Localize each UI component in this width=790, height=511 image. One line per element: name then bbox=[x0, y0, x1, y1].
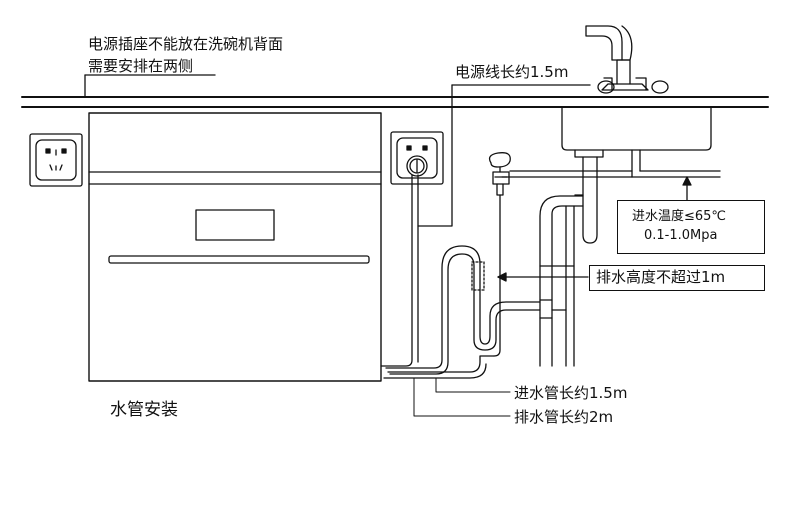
inlet-hose-length-label: 进水管长约1.5m bbox=[514, 384, 628, 402]
power-cord bbox=[380, 84, 591, 367]
dishwasher bbox=[88, 112, 382, 382]
faucet bbox=[585, 25, 669, 94]
drain-height-label: 排水高度不超过1m bbox=[596, 268, 726, 286]
power-cord-length-label: 电源线长约1.5m bbox=[455, 63, 569, 81]
outlet-note-line1: 电源插座不能放在洗碗机背面 bbox=[88, 35, 284, 53]
inlet-temp-line2: 0.1-1.0Mpa bbox=[644, 228, 718, 243]
inlet-temp-box: 进水温度≤65℃ 0.1-1.0Mpa bbox=[617, 200, 765, 254]
inlet-hose bbox=[383, 194, 501, 379]
hose-length-leaders bbox=[413, 377, 511, 417]
countertop bbox=[21, 96, 769, 108]
outlet-note-leader bbox=[84, 74, 216, 98]
outlet-note-line2: 需要安排在两侧 bbox=[88, 57, 194, 75]
supply-pipes bbox=[501, 149, 721, 178]
drain-standpipe bbox=[539, 195, 584, 367]
drain-hose-length-label: 排水管长约2m bbox=[514, 408, 614, 426]
diagram-caption: 水管安装 bbox=[110, 400, 178, 420]
drain-height-leader bbox=[497, 272, 589, 282]
sink bbox=[561, 106, 712, 244]
drain-height-box: 排水高度不超过1m bbox=[589, 265, 765, 291]
left-wall-outlet bbox=[29, 133, 83, 187]
drain-hose bbox=[385, 245, 541, 375]
right-wall-outlet-with-plug bbox=[390, 131, 444, 185]
inlet-temp-leader bbox=[682, 176, 692, 201]
inlet-valve bbox=[488, 152, 511, 196]
inlet-temp-line1: 进水温度≤65℃ bbox=[632, 209, 727, 224]
drain-hook-marker bbox=[471, 261, 485, 291]
